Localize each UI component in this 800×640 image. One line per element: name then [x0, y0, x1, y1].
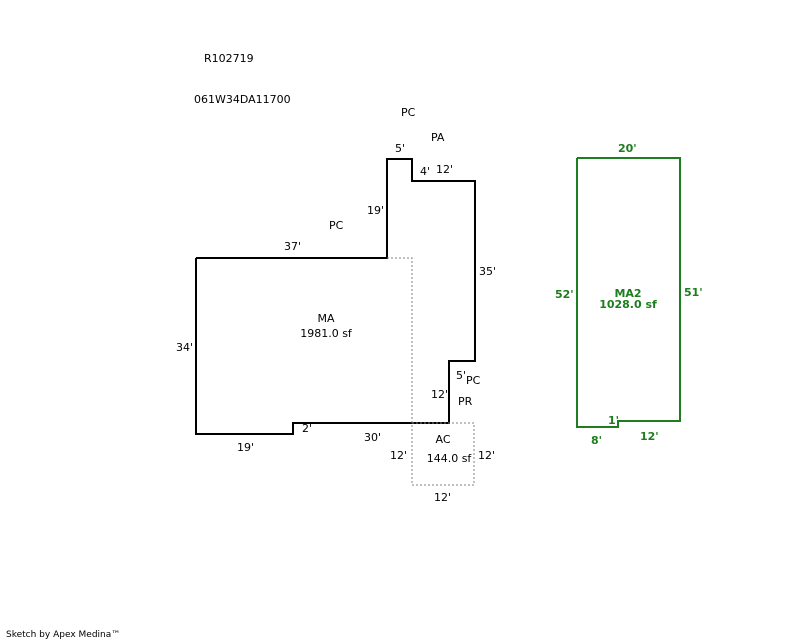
- ac-area-name: AC: [435, 433, 450, 446]
- main-area-name: MA: [317, 312, 334, 325]
- dim-right-lower: 12': [431, 388, 448, 401]
- dim-top: 37': [284, 240, 301, 253]
- code-pr: PR: [458, 395, 473, 408]
- dim-step: 2': [302, 422, 312, 435]
- ma2-name: MA2: [614, 287, 641, 300]
- dotted-divider: [387, 257, 413, 423]
- map-number: 061W34DA11700: [194, 93, 291, 106]
- ac-dim-right: 12': [478, 449, 495, 462]
- ma2-dim-bottom-right: 12': [640, 430, 659, 443]
- code-pc-top: PC: [401, 106, 416, 119]
- ma2-dim-step: 1': [608, 414, 619, 427]
- ma2-dim-left: 52': [555, 288, 574, 301]
- ac-area-outline: [411, 422, 475, 486]
- dim-jog: 5': [456, 369, 466, 382]
- ac-dim-left: 12': [390, 449, 407, 462]
- ac-dim-bottom: 12': [434, 491, 451, 504]
- main-area-size: 1981.0 sf: [300, 327, 353, 340]
- ac-area-size: 144.0 sf: [427, 452, 473, 465]
- dim-left: 34': [176, 341, 193, 354]
- code-pc-left: PC: [329, 219, 344, 232]
- ma2-outline: [576, 157, 681, 428]
- dim-notch: 4': [420, 165, 430, 178]
- code-pa: PA: [431, 131, 445, 144]
- parcel-id: R102719: [204, 52, 254, 65]
- footer-credit: Sketch by Apex Medina™: [6, 630, 120, 640]
- dim-notch-side: 19': [367, 204, 384, 217]
- dim-right: 35': [479, 265, 496, 278]
- ma2-size: 1028.0 sf: [599, 298, 657, 311]
- dim-bottom-right: 30': [364, 431, 381, 444]
- ma2-dim-bottom-left: 8': [591, 434, 602, 447]
- ma2-dim-right: 51': [684, 286, 703, 299]
- main-area-outline: [195, 158, 476, 435]
- ma2-dim-top: 20': [618, 142, 637, 155]
- code-pc-right: PC: [466, 374, 481, 387]
- dim-bottom-left: 19': [237, 441, 254, 454]
- dim-top-right: 12': [436, 163, 453, 176]
- dim-notch-top: 5': [395, 142, 405, 155]
